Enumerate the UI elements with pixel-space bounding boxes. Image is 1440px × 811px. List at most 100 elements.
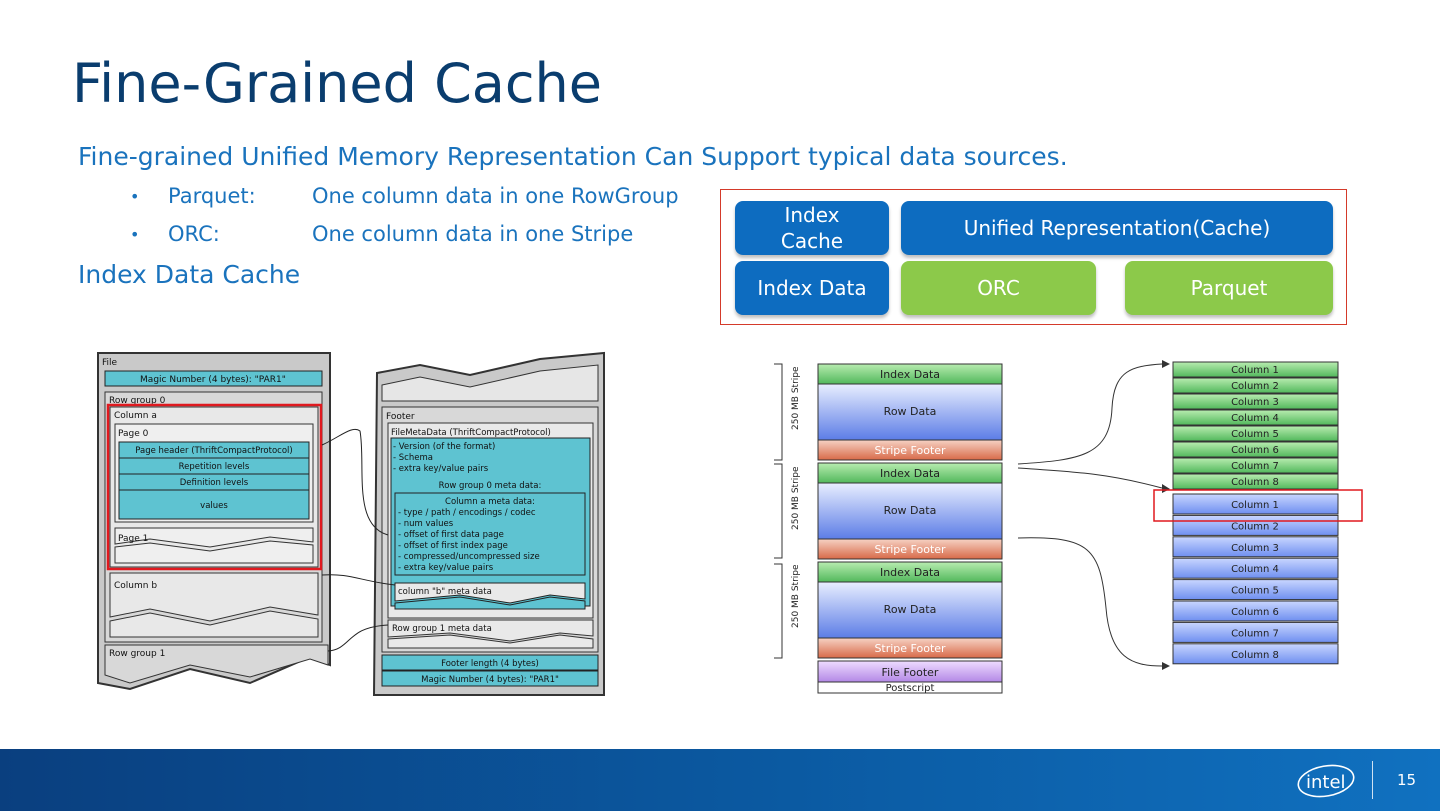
stripe-row-data-label: Row Data (884, 504, 937, 517)
row-group-0-label: Row group 0 (109, 396, 166, 406)
meta-line: - Version (of the format) (393, 442, 495, 452)
rg1-meta-label: Row group 1 meta data (392, 624, 492, 634)
blue-column-label: Column 8 (1231, 650, 1279, 661)
blue-column-box (1172, 557, 1339, 579)
stripe-row-data-box (817, 383, 1003, 441)
parquet-box: Parquet (1125, 261, 1333, 315)
blue-column-label: Column 4 (1231, 564, 1279, 575)
footer-separator (1372, 761, 1373, 799)
blue-column-label: Column 7 (1231, 628, 1279, 639)
blue-column-box (1172, 643, 1339, 665)
magic-number-box (104, 370, 323, 387)
green-column-box (1172, 361, 1339, 378)
magic-end-box (381, 670, 599, 687)
column-1-highlight (1153, 489, 1363, 522)
stripe-size-label: 250 MB Stripe (791, 366, 801, 430)
file-footer-label: File Footer (882, 666, 939, 679)
page-1-box (114, 527, 314, 548)
col-a-meta-line: - extra key/value pairs (398, 563, 494, 573)
green-column-label: Column 5 (1231, 429, 1279, 440)
bullet-value: One column data in one RowGroup (312, 184, 679, 208)
row-group-1-label: Row group 1 (109, 649, 165, 659)
stripe-footer-box (817, 439, 1003, 461)
magic-number-label: Magic Number (4 bytes): "PAR1" (140, 375, 286, 385)
bullet-key: Parquet: (168, 184, 256, 208)
file-meta-label: FileMetaData (ThriftCompactProtocol) (391, 428, 551, 438)
green-column-label: Column 7 (1231, 461, 1279, 472)
blue-column-box (1172, 493, 1339, 515)
col-a-meta-line: - compressed/uncompressed size (398, 552, 540, 562)
column-b-box (109, 572, 319, 622)
stripe-size-label: 250 MB Stripe (791, 466, 801, 530)
meta-line: - Schema (393, 453, 433, 463)
stripe-footer-label: Stripe Footer (874, 642, 946, 655)
rg1-meta-box (387, 619, 594, 642)
page-header-label: Page header (ThriftCompactProtocol) (135, 446, 292, 456)
column-b-tail (109, 610, 319, 638)
arrowheads (1162, 360, 1170, 670)
col-a-meta-line: - offset of first index page (398, 541, 508, 551)
green-column-box (1172, 457, 1339, 474)
green-column-box (1172, 393, 1339, 410)
blue-column-label: Column 1 (1231, 500, 1279, 511)
blue-column-box (1172, 600, 1339, 622)
green-column-label: Column 2 (1231, 381, 1279, 392)
blue-column-label: Column 5 (1231, 586, 1279, 597)
col-a-meta-label: Column a meta data: (445, 497, 535, 507)
values-box (118, 489, 310, 520)
green-column-label: Column 4 (1231, 413, 1279, 424)
green-column-label: Column 6 (1231, 445, 1279, 456)
representation-frame (720, 189, 1347, 325)
magic-end-label: Magic Number (4 bytes): "PAR1" (421, 675, 559, 685)
rg1-meta-tail (387, 634, 594, 649)
blue-column-label: Column 6 (1231, 607, 1279, 618)
slide-subtitle: Fine-grained Unified Memory Representati… (78, 142, 1068, 171)
footer-label: Footer (386, 412, 415, 422)
blue-column-box (1172, 621, 1339, 643)
col-a-meta-line: - offset of first data page (398, 530, 504, 540)
stripe-row-data-box (817, 482, 1003, 540)
col-a-meta-line: - type / path / encodings / codec (398, 508, 536, 518)
col-a-meta-line: - num values (398, 519, 454, 529)
row-group-1-box (104, 644, 329, 684)
file-label: File (102, 358, 118, 368)
stripe-row-data-box (817, 581, 1003, 639)
footer-length-label: Footer length (4 bytes) (441, 659, 539, 669)
blue-column-label: Column 2 (1231, 521, 1279, 532)
bullet-dot: • (130, 187, 140, 206)
index-cache-box: Index Cache (735, 201, 889, 255)
parquet-file-diagram: File Magic Number (4 bytes): "PAR1" Row … (97, 351, 605, 696)
connector-line (321, 429, 389, 536)
green-column-label: Column 8 (1231, 477, 1279, 488)
green-column-box (1172, 377, 1339, 394)
unified-representation-box: Unified Representation(Cache) (901, 201, 1333, 255)
stripe-footer-label: Stripe Footer (874, 543, 946, 556)
definition-levels-label: Definition levels (180, 478, 249, 488)
stripe-brackets (774, 363, 783, 659)
rg0-meta-label: Row group 0 meta data: (439, 481, 542, 491)
stripe-size-label: 250 MB Stripe (791, 564, 801, 628)
footer-bar (0, 749, 1440, 811)
green-column-box (1172, 409, 1339, 426)
arrows-group (1017, 363, 1163, 667)
green-column-label: Column 3 (1231, 397, 1279, 408)
intel-logo: intel (1297, 764, 1355, 798)
page-0-label: Page 0 (118, 429, 149, 439)
bullet-value: One column data in one Stripe (312, 222, 634, 246)
connector-line (327, 624, 389, 652)
col-b-meta-box (394, 582, 586, 604)
stripe-index-data-label: Index Data (880, 566, 940, 579)
values-label: values (200, 501, 228, 511)
stripe-footer-box (817, 538, 1003, 560)
index-data-cache-heading: Index Data Cache (78, 260, 301, 289)
column-b-label: Column b (114, 581, 157, 591)
connector-line (321, 574, 396, 586)
stripe-row-data-label: Row Data (884, 405, 937, 418)
col-b-meta-label: column "b" meta data (398, 587, 492, 597)
page-number: 15 (1397, 771, 1417, 789)
blue-column-label: Column 3 (1231, 543, 1279, 554)
green-column-label: Column 1 (1231, 365, 1279, 376)
page-1-label: Page 1 (118, 534, 148, 544)
green-column-box (1172, 441, 1339, 458)
